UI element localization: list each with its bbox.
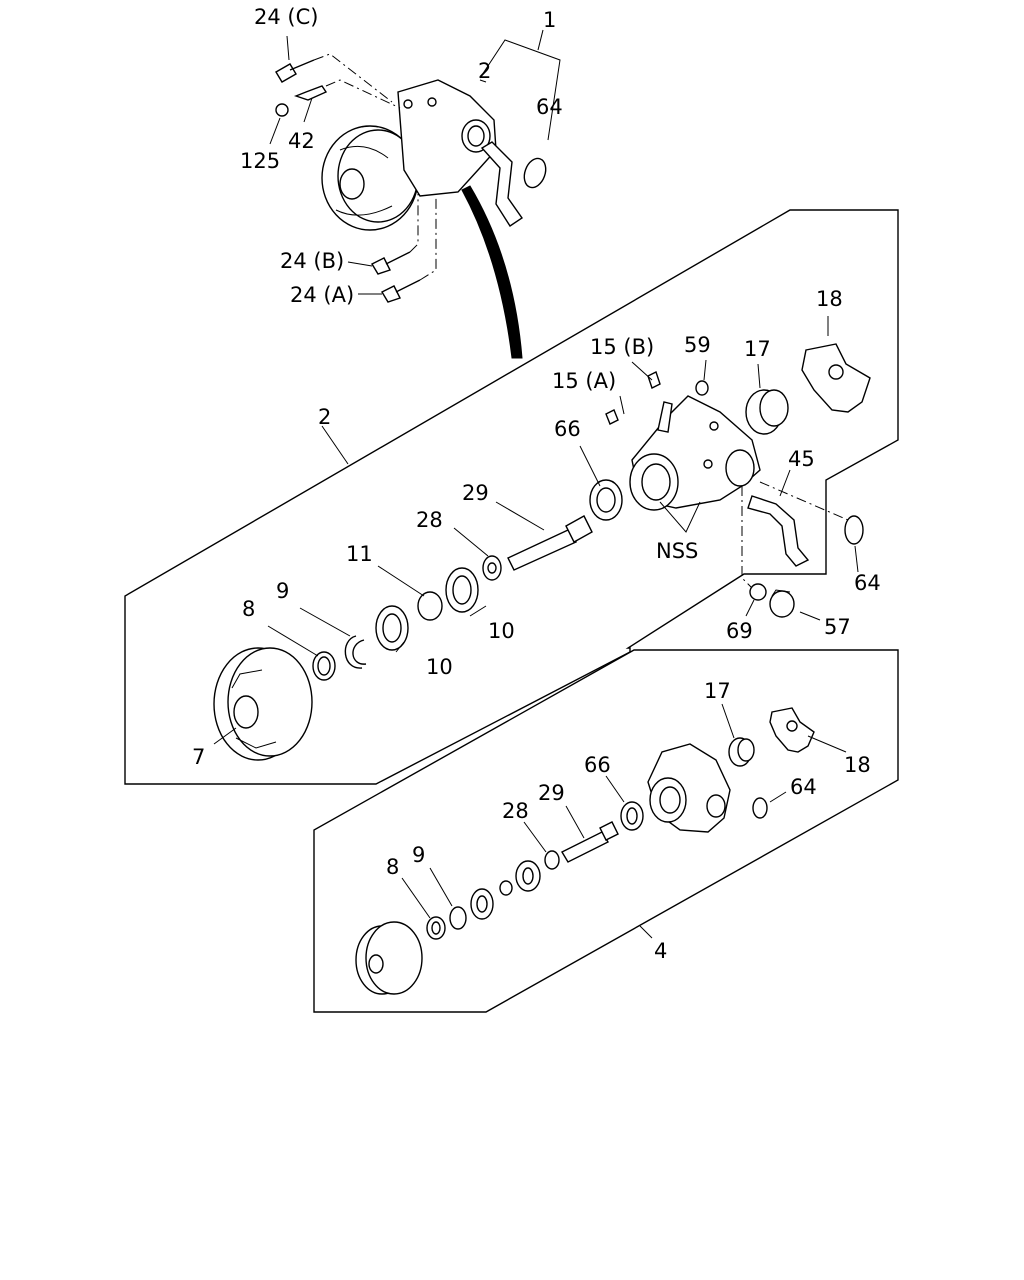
label-1: 1 xyxy=(543,8,556,32)
label-4: 4 xyxy=(654,939,667,963)
label-28-mid: 28 xyxy=(416,508,443,532)
label-9-bot: 9 xyxy=(412,843,425,867)
label-64-top: 64 xyxy=(536,95,563,119)
label-24a: 24 (A) xyxy=(290,283,354,307)
label-69: 69 xyxy=(726,619,753,643)
label-17-bot: 17 xyxy=(704,679,731,703)
label-18-mid: 18 xyxy=(816,287,843,311)
label-64-bot: 64 xyxy=(790,775,817,799)
label-29-bot: 29 xyxy=(538,781,565,805)
label-11: 11 xyxy=(346,542,373,566)
label-10b: 10 xyxy=(426,655,453,679)
label-nss: NSS xyxy=(656,539,698,563)
label-8-mid: 8 xyxy=(242,597,255,621)
label-45: 45 xyxy=(788,447,815,471)
label-2-top: 2 xyxy=(478,59,491,83)
label-18-bot: 18 xyxy=(844,753,871,777)
label-66-mid: 66 xyxy=(554,417,581,441)
label-24c: 24 (C) xyxy=(254,5,318,29)
exploded-panel-4 xyxy=(313,649,899,1013)
label-57: 57 xyxy=(824,615,851,639)
label-15a: 15 (A) xyxy=(552,369,616,393)
pump-assembly-top xyxy=(269,29,561,359)
label-17-mid: 17 xyxy=(744,337,771,361)
callout-labels: 1 2 64 24 (C) 42 125 24 (B) 24 (A) 18 17… xyxy=(192,5,881,963)
label-15b: 15 (B) xyxy=(590,335,654,359)
label-7: 7 xyxy=(192,745,205,769)
label-10a: 10 xyxy=(488,619,515,643)
label-9-mid: 9 xyxy=(276,579,289,603)
label-64-mid: 64 xyxy=(854,571,881,595)
label-125: 125 xyxy=(240,149,280,173)
label-2-mid: 2 xyxy=(318,405,331,429)
label-28-bot: 28 xyxy=(502,799,529,823)
exploded-panel-4-parts xyxy=(355,703,847,995)
exploded-panel-2 xyxy=(124,209,899,785)
label-66-bot: 66 xyxy=(584,753,611,777)
label-42: 42 xyxy=(288,129,315,153)
label-59: 59 xyxy=(684,333,711,357)
exploded-panel-2-parts xyxy=(213,316,871,761)
label-29-mid: 29 xyxy=(462,481,489,505)
label-24b: 24 (B) xyxy=(280,249,344,273)
label-8-bot: 8 xyxy=(386,855,399,879)
